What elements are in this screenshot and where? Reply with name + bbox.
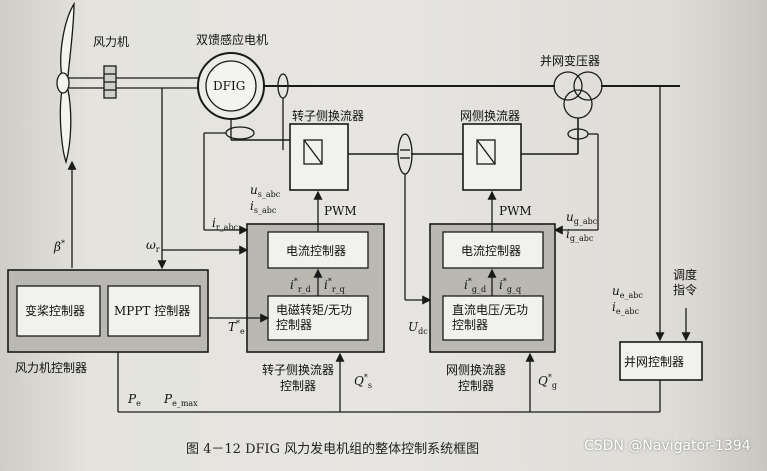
turbine-hub	[56, 72, 70, 94]
rsc-label: 转子侧换流器	[292, 109, 365, 123]
gsc-label: 网侧换流器	[460, 109, 521, 123]
igq-signal: i*g_q	[499, 277, 522, 294]
gsc-controller-label: 网侧换流器 控制器	[446, 363, 507, 393]
qg-signal: Q*g	[538, 373, 557, 390]
gsc-current-controller-label: 电流控制器	[461, 244, 522, 258]
pe-signal: Pe	[128, 392, 141, 408]
turbine-blade-top	[60, 1, 75, 77]
dfig-label: DFIG	[213, 79, 246, 93]
grid-transformer-label: 并网变压器	[540, 54, 601, 68]
gsc-pwm-label: PWM	[499, 204, 532, 218]
gsc-box	[462, 123, 522, 191]
dispatch-label: 调度 指令	[673, 268, 698, 297]
pitch-controller-box	[16, 285, 101, 337]
rsc-pwm-label: PWM	[324, 204, 357, 218]
pitch-controller-label: 变桨控制器	[25, 304, 86, 318]
ue-signal: ue_abc	[612, 284, 643, 300]
gsc-current-controller-box	[442, 231, 544, 269]
grid-controller-label: 并网控制器	[624, 355, 685, 369]
grid-controller-box	[619, 341, 703, 381]
mppt-controller-label: MPPT 控制器	[114, 304, 191, 318]
rsc-current-controller-label: 电流控制器	[286, 244, 347, 258]
us-signal: us_abc	[250, 183, 281, 199]
udc-signal: Udc	[408, 320, 428, 336]
ug-signal: ug_abc	[566, 210, 598, 226]
transformer-coil-bottom	[563, 89, 593, 119]
ird-signal: i*r_d	[290, 277, 311, 294]
watermark: CSDN @Navigator-1394	[584, 438, 751, 454]
rotor-current-sensor	[225, 126, 255, 140]
omega-signal: ωr	[146, 238, 160, 254]
ie-signal: ie_abc	[612, 300, 639, 316]
dfig-rotor	[205, 60, 257, 112]
te-signal: T*e	[228, 319, 245, 336]
mppt-controller-box	[107, 285, 201, 337]
dfig-title-label: 双馈感应电机	[196, 33, 269, 47]
dc-controller-label: 直流电压/无功 控制器	[452, 303, 529, 332]
is-signal: is_abc	[250, 199, 277, 215]
irq-signal: i*r_q	[324, 277, 345, 294]
wind-turbine-label: 风力机	[93, 35, 130, 49]
rsc-box	[289, 123, 349, 191]
transformer-coil-left	[553, 71, 583, 101]
turbine-blade-bottom	[59, 89, 72, 165]
gsc-dc-controller-box	[442, 295, 544, 341]
ir-signal: ir_abc	[212, 216, 239, 232]
qs-signal: Q*s	[354, 373, 372, 390]
igd-signal: i*g_d	[464, 277, 487, 294]
pemax-signal: Pe_max	[164, 392, 198, 408]
figure-caption: 图 4－12 DFIG 风力发电机组的整体控制系统框图	[186, 442, 480, 457]
ig-signal: ig_abc	[566, 227, 594, 243]
beta-signal: β*	[54, 239, 65, 254]
wt-controller-label: 风力机控制器	[15, 361, 88, 375]
torque-controller-label: 电磁转矩/无功 控制器	[276, 303, 353, 332]
dc-link-capacitor	[397, 133, 413, 175]
rsc-controller-label: 转子侧换流器 控制器	[262, 363, 335, 393]
transformer-coil-right	[573, 71, 603, 101]
